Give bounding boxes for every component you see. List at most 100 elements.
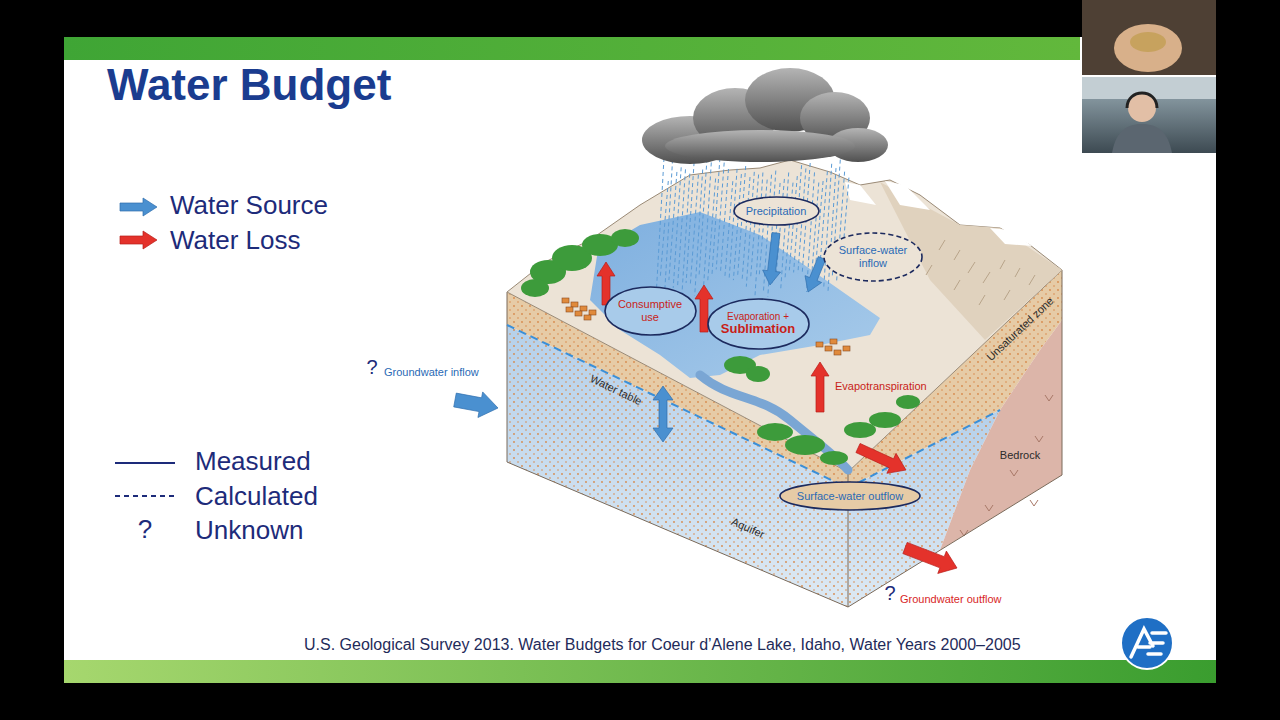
- tree: [820, 451, 848, 465]
- loss-arrow: [856, 443, 906, 473]
- diagram-label: Groundwater outflow: [900, 593, 1002, 606]
- ellipse-shape: [734, 197, 819, 225]
- unknown-mark: ?: [884, 582, 895, 605]
- rain-streak: [725, 181, 733, 277]
- rain-streak: [742, 177, 750, 281]
- rain-streak: [729, 169, 737, 279]
- slide-title: Water Budget: [107, 63, 391, 107]
- source-arrow: [805, 256, 826, 292]
- ellipse-shape: [708, 299, 809, 349]
- legend-text: Water Source: [170, 190, 328, 220]
- tree: [896, 395, 920, 409]
- rain-streak: [678, 169, 686, 287]
- tree: [785, 435, 825, 455]
- rain-streak: [824, 164, 832, 288]
- logo-mark: [1131, 629, 1166, 657]
- house: [562, 298, 569, 303]
- legend-text: Measured: [195, 446, 311, 476]
- bedrock-hatch: [960, 395, 1053, 536]
- legend-text: Unknown: [195, 515, 303, 545]
- rain-streak: [673, 167, 681, 288]
- source-arrow: [454, 392, 498, 418]
- diagram-label: Evapotranspiration: [833, 380, 929, 393]
- node-label: Precipitation: [746, 205, 807, 218]
- budget-ellipse: Evaporation +Sublimation: [707, 298, 810, 350]
- house: [816, 342, 823, 347]
- land-surface: [507, 160, 1062, 472]
- loss-arrow: [811, 362, 829, 412]
- house: [571, 302, 578, 307]
- legend-line: [115, 462, 175, 464]
- house: [589, 310, 596, 315]
- rain-streak: [721, 169, 729, 272]
- snow-peak: [885, 181, 930, 210]
- webcam-person-body: [1112, 124, 1172, 153]
- unknown-mark: ?: [366, 356, 377, 379]
- snow-peak: [845, 182, 876, 205]
- top-green-bar: [64, 37, 1080, 60]
- house: [830, 339, 837, 344]
- node-label: Evaporation +: [727, 311, 789, 323]
- node-label: Consumptive use: [617, 298, 683, 323]
- rain-streak: [695, 170, 703, 296]
- webcam-frame: [1082, 77, 1216, 153]
- rain-streak: [781, 172, 789, 289]
- tree: [746, 366, 770, 382]
- rain-streak: [682, 174, 690, 296]
- mountain-hatch: [926, 240, 1035, 305]
- house: [843, 346, 850, 351]
- rain-streak: [746, 172, 754, 287]
- legend-samples: [115, 198, 175, 496]
- river: [700, 375, 848, 470]
- webcam-hands: [1114, 24, 1182, 72]
- house: [566, 307, 573, 312]
- lake: [590, 212, 880, 378]
- node-label: Surface-water outflow: [797, 490, 903, 503]
- tree: [611, 229, 639, 247]
- rain-streak: [665, 159, 673, 293]
- budget-ellipse: Surface-water outflow: [779, 481, 921, 511]
- cloud: [642, 68, 888, 164]
- loss-arrow: [903, 542, 957, 573]
- tree: [521, 279, 549, 297]
- ellipse-shape: [605, 287, 696, 335]
- rain-streak: [669, 172, 677, 280]
- rain-streak: [690, 175, 698, 284]
- diagram-label: Bedrock: [1000, 449, 1040, 462]
- rain-streak: [712, 158, 720, 276]
- trees: [521, 229, 920, 465]
- rain-streak: [656, 158, 664, 298]
- webcam-person-head: [1128, 94, 1156, 122]
- rain-streak: [733, 174, 741, 280]
- house: [580, 306, 587, 311]
- exchange-arrow: [653, 386, 673, 442]
- legend-arrow: [120, 231, 157, 249]
- webcam-frame: [1082, 0, 1216, 75]
- rain-streak: [699, 159, 707, 277]
- flow-arrows: [454, 233, 957, 574]
- house: [575, 311, 582, 316]
- rain-streak: [686, 162, 694, 283]
- node-label: Sublimation: [721, 322, 795, 337]
- unknown-mark: ?: [138, 515, 152, 545]
- tree: [757, 423, 793, 441]
- house: [834, 350, 841, 355]
- rain-streak: [703, 162, 711, 290]
- tree: [869, 412, 901, 428]
- ellipse-shape: [780, 482, 920, 510]
- company-logo: [1121, 617, 1173, 669]
- webcam-grain: [1130, 32, 1166, 52]
- slide-background: [64, 37, 1216, 683]
- source-arrow: [763, 233, 781, 285]
- legend-line: [115, 495, 175, 497]
- cloud-puff: [665, 130, 855, 162]
- rain-streak: [755, 173, 763, 298]
- tree: [844, 422, 876, 438]
- snow-peak: [990, 228, 1032, 246]
- rain-streak: [751, 175, 759, 279]
- budget-ellipse: Precipitation: [733, 196, 820, 226]
- budget-ellipse: Consumptive use: [604, 286, 697, 336]
- rain-streak: [716, 163, 724, 270]
- rain-streak: [660, 181, 668, 277]
